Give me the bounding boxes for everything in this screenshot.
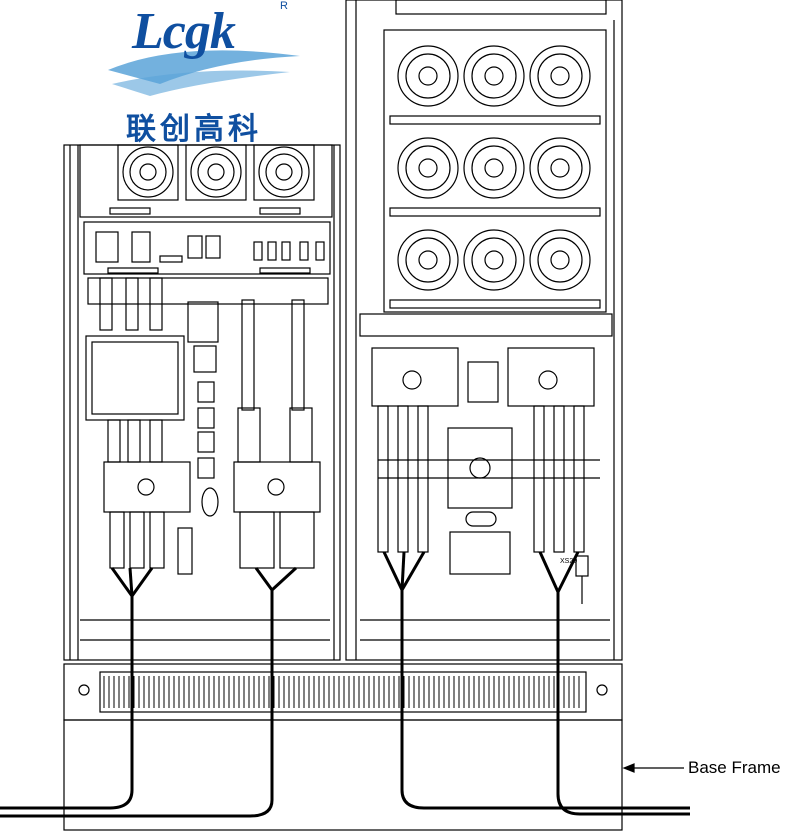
left-fans bbox=[117, 144, 315, 201]
callout-arrow bbox=[622, 763, 684, 773]
logo-registered-mark: R bbox=[280, 0, 288, 12]
vent-slots bbox=[103, 676, 580, 708]
right-fans bbox=[397, 45, 591, 291]
right-fan-module bbox=[383, 29, 607, 313]
logo-swoosh bbox=[108, 50, 300, 96]
right-switch-2 bbox=[507, 347, 595, 407]
base-frame bbox=[63, 719, 623, 831]
cables bbox=[0, 551, 690, 818]
left-switch-1 bbox=[103, 461, 191, 513]
vent-grille bbox=[99, 671, 587, 713]
right-cabinet bbox=[345, 0, 623, 661]
logo-wordmark: Lcgk bbox=[132, 3, 236, 60]
right-switch-1 bbox=[371, 347, 459, 407]
left-control-panel bbox=[83, 221, 331, 275]
left-switch-2 bbox=[233, 461, 321, 513]
logo-chinese-name: 联创高科 bbox=[126, 112, 262, 147]
right-center-switch bbox=[447, 427, 513, 509]
left-control-box bbox=[85, 335, 185, 421]
connector-tag: XS20 bbox=[560, 558, 577, 565]
base-frame-label: Base Frame bbox=[688, 758, 781, 777]
